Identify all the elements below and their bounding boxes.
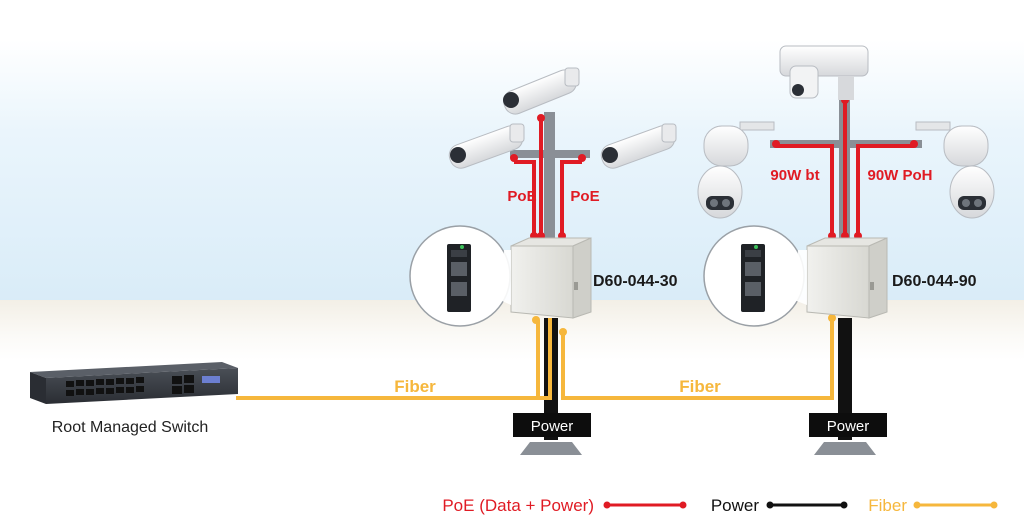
legend-poe-dot — [603, 501, 611, 509]
poe-dot — [510, 154, 518, 162]
fiber-cable-2 — [561, 318, 834, 400]
root-managed-switch: Root Managed Switch — [30, 362, 238, 436]
switch-label: Root Managed Switch — [52, 419, 209, 436]
power-label-2: Power — [827, 418, 870, 435]
legend-poe-label: PoE (Data + Power) — [442, 496, 594, 515]
fiber-label-2: Fiber — [679, 377, 721, 396]
legend: PoE (Data + Power) Power Fiber — [442, 496, 998, 515]
enclosure-box-1 — [510, 237, 592, 319]
fiber-dot — [559, 328, 567, 336]
pole-site-2: Power 90W bt 90W PoH D60-044-90 Fiber — [679, 45, 995, 455]
poe-label-right: PoE — [570, 188, 599, 205]
ptz-camera-right — [915, 121, 995, 219]
poe-cable-1 — [514, 118, 582, 242]
legend-power-dot — [766, 501, 774, 509]
legend-fiber-dot — [990, 501, 998, 509]
enclosure-box-2 — [806, 237, 888, 319]
model-label-1: D60-044-30 — [593, 273, 678, 290]
pole-lower-2 — [838, 318, 852, 440]
bullet-camera-right — [600, 123, 677, 169]
legend-fiber-label: Fiber — [868, 496, 907, 515]
pole-site-1: Power PoE PoE D60-044-30 Fiber — [236, 67, 836, 455]
bullet-camera-top — [503, 67, 580, 115]
device-zoom-circle-2 — [703, 225, 807, 327]
fiber-cable-1 — [236, 318, 552, 400]
poe-label-poh: 90W PoH — [867, 167, 932, 184]
device-zoom-circle-1 — [409, 225, 511, 327]
fiber-label-1: Fiber — [394, 377, 436, 396]
switch-ports — [66, 375, 194, 396]
pole-base-2 — [814, 442, 876, 455]
power-badge-1 — [513, 413, 591, 437]
legend-poe-dot — [679, 501, 687, 509]
fiber-dot — [828, 314, 836, 322]
poe-dot — [537, 114, 545, 122]
poe-dot — [578, 154, 586, 162]
poe-label-left: PoE — [507, 188, 536, 205]
bullet-camera-left — [448, 123, 525, 169]
pole-crossarm-1 — [510, 150, 590, 158]
pole-base-1 — [520, 442, 582, 455]
box-camera-top — [779, 45, 869, 100]
legend-power-dot — [840, 501, 848, 509]
model-label-2: D60-044-90 — [892, 273, 977, 290]
power-badge-2 — [809, 413, 887, 437]
power-label-1: Power — [531, 418, 574, 435]
poe-dot — [910, 140, 918, 148]
legend-fiber-dot — [913, 501, 921, 509]
ptz-camera-left — [697, 121, 775, 219]
pole-upper-1 — [544, 112, 555, 242]
poe-cable-2 — [776, 100, 914, 242]
poe-label-bt: 90W bt — [770, 167, 819, 184]
legend-power-label: Power — [711, 496, 760, 515]
poe-dot — [772, 140, 780, 148]
